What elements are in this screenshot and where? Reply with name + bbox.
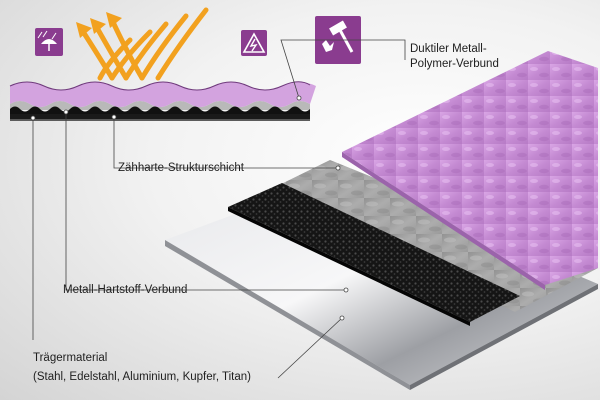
- label-traeger-line1: Trägermaterial: [33, 352, 108, 364]
- rain-umbrella-icon: [35, 28, 63, 56]
- leader-lines: [30, 39, 406, 379]
- high-voltage-warning-icon: [241, 30, 267, 56]
- purple-wave: [10, 82, 316, 107]
- arrow-heads: [76, 12, 122, 38]
- label-zaehhart: Zähharte-Strukturschicht: [118, 162, 244, 174]
- label-traeger-line2: (Stahl, Edelstahl, Aluminium, Kupfer, Ti…: [33, 371, 251, 383]
- reflection-arrows: [79, 7, 209, 81]
- label-hartstoff: Metall-Hartstoff-Verbund: [63, 284, 188, 296]
- cross-section: [9, 81, 316, 121]
- label-duktil-line1: Duktiler Metall-: [410, 43, 487, 55]
- black-wave: [10, 106, 310, 114]
- label-duktil-line2: Polymer-Verbund: [410, 58, 499, 70]
- purple-polymer-layer: [342, 51, 598, 290]
- gray-structure-layer: [265, 160, 598, 312]
- black-hard-layer: [228, 183, 520, 326]
